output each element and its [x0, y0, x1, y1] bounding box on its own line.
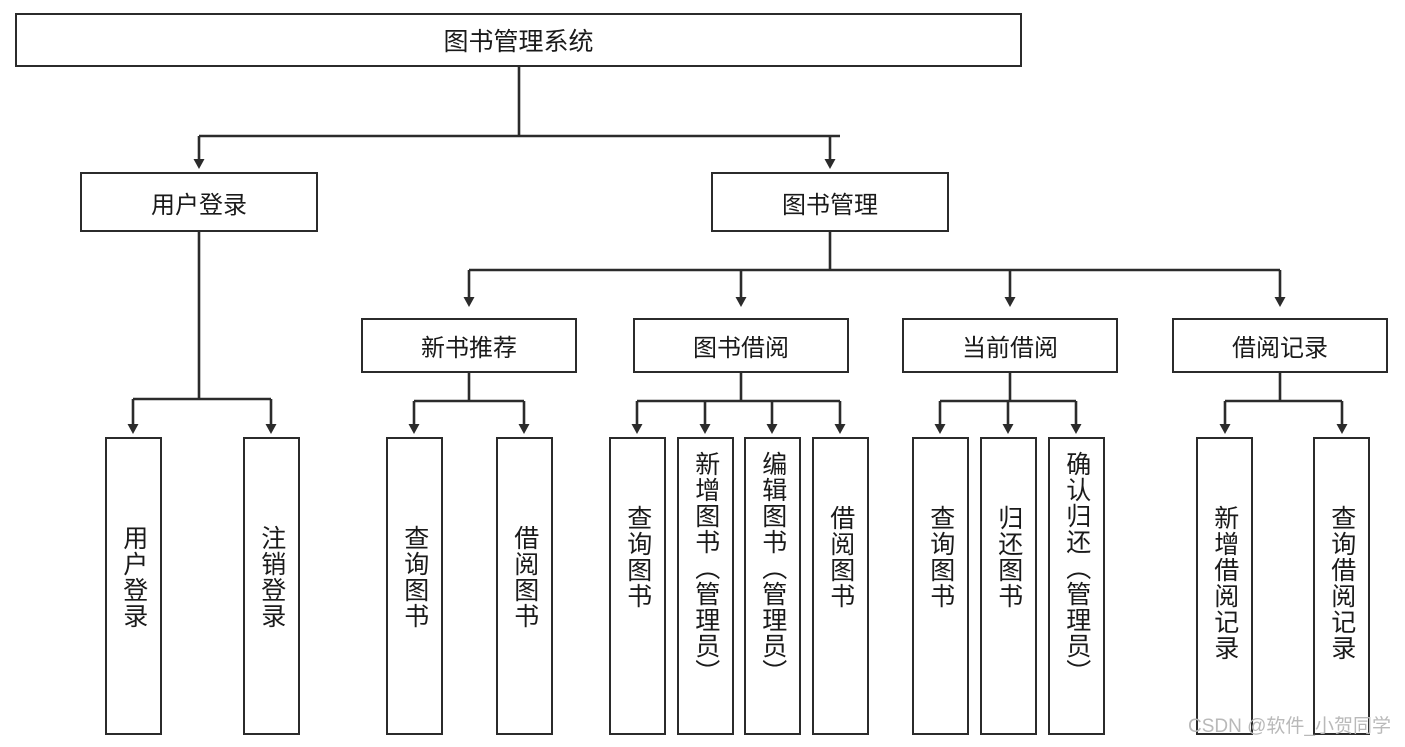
leaf-book-borrow-query-book[interactable]: 查询图书	[609, 437, 666, 735]
leaf-label: 注销登录	[257, 525, 286, 629]
node-book-management[interactable]: 图书管理	[711, 172, 949, 232]
node-book-management-label: 图书管理	[782, 191, 878, 219]
leaf-label: 用户登录	[119, 525, 148, 629]
leaf-label: 借阅图书	[510, 525, 539, 629]
leaf-label: 查询借阅记录	[1327, 505, 1356, 661]
node-current-borrow[interactable]: 当前借阅	[902, 318, 1118, 373]
leaf-label: 查询图书	[926, 505, 955, 609]
leaf-label: 查询图书	[623, 505, 652, 609]
node-root-book-management-system[interactable]: 图书管理系统	[15, 13, 1022, 67]
leaf-new-book-borrow-book[interactable]: 借阅图书	[496, 437, 553, 735]
leaf-label: 查询图书	[400, 525, 429, 629]
node-borrow-record-label: 借阅记录	[1232, 335, 1328, 362]
leaf-label: 归还图书	[994, 505, 1023, 609]
node-borrow-record[interactable]: 借阅记录	[1172, 318, 1388, 373]
node-new-book-recommend-label: 新书推荐	[421, 335, 517, 362]
node-current-borrow-label: 当前借阅	[962, 335, 1058, 362]
watermark: CSDN @软件_小贺同学	[1188, 716, 1391, 737]
node-book-borrow[interactable]: 图书借阅	[633, 318, 849, 373]
leaf-current-borrow-query-book[interactable]: 查询图书	[912, 437, 969, 735]
node-user-login-label: 用户登录	[151, 191, 247, 219]
leaf-current-borrow-confirm-return-admin[interactable]: 确认归还（管理员）	[1048, 437, 1105, 735]
leaf-book-borrow-edit-book-admin[interactable]: 编辑图书（管理员）	[744, 437, 801, 735]
leaf-book-borrow-add-book-admin[interactable]: 新增图书（管理员）	[677, 437, 734, 735]
leaf-label: 新增借阅记录	[1210, 505, 1239, 661]
node-user-login[interactable]: 用户登录	[80, 172, 318, 232]
leaf-label: 新增图书（管理员）	[691, 451, 720, 685]
node-root-label: 图书管理系统	[443, 28, 594, 56]
leaf-user-login-login[interactable]: 用户登录	[105, 437, 162, 735]
leaf-borrow-record-query-record[interactable]: 查询借阅记录	[1313, 437, 1370, 735]
leaf-current-borrow-return-book[interactable]: 归还图书	[980, 437, 1037, 735]
leaf-new-book-query-book[interactable]: 查询图书	[386, 437, 443, 735]
node-new-book-recommend[interactable]: 新书推荐	[361, 318, 577, 373]
leaf-label: 确认归还（管理员）	[1062, 451, 1091, 685]
leaf-label: 借阅图书	[826, 505, 855, 609]
leaf-label: 编辑图书（管理员）	[758, 451, 787, 685]
node-book-borrow-label: 图书借阅	[693, 335, 789, 362]
leaf-borrow-record-add-record[interactable]: 新增借阅记录	[1196, 437, 1253, 735]
leaf-book-borrow-borrow-book[interactable]: 借阅图书	[812, 437, 869, 735]
leaf-user-login-logout[interactable]: 注销登录	[243, 437, 300, 735]
